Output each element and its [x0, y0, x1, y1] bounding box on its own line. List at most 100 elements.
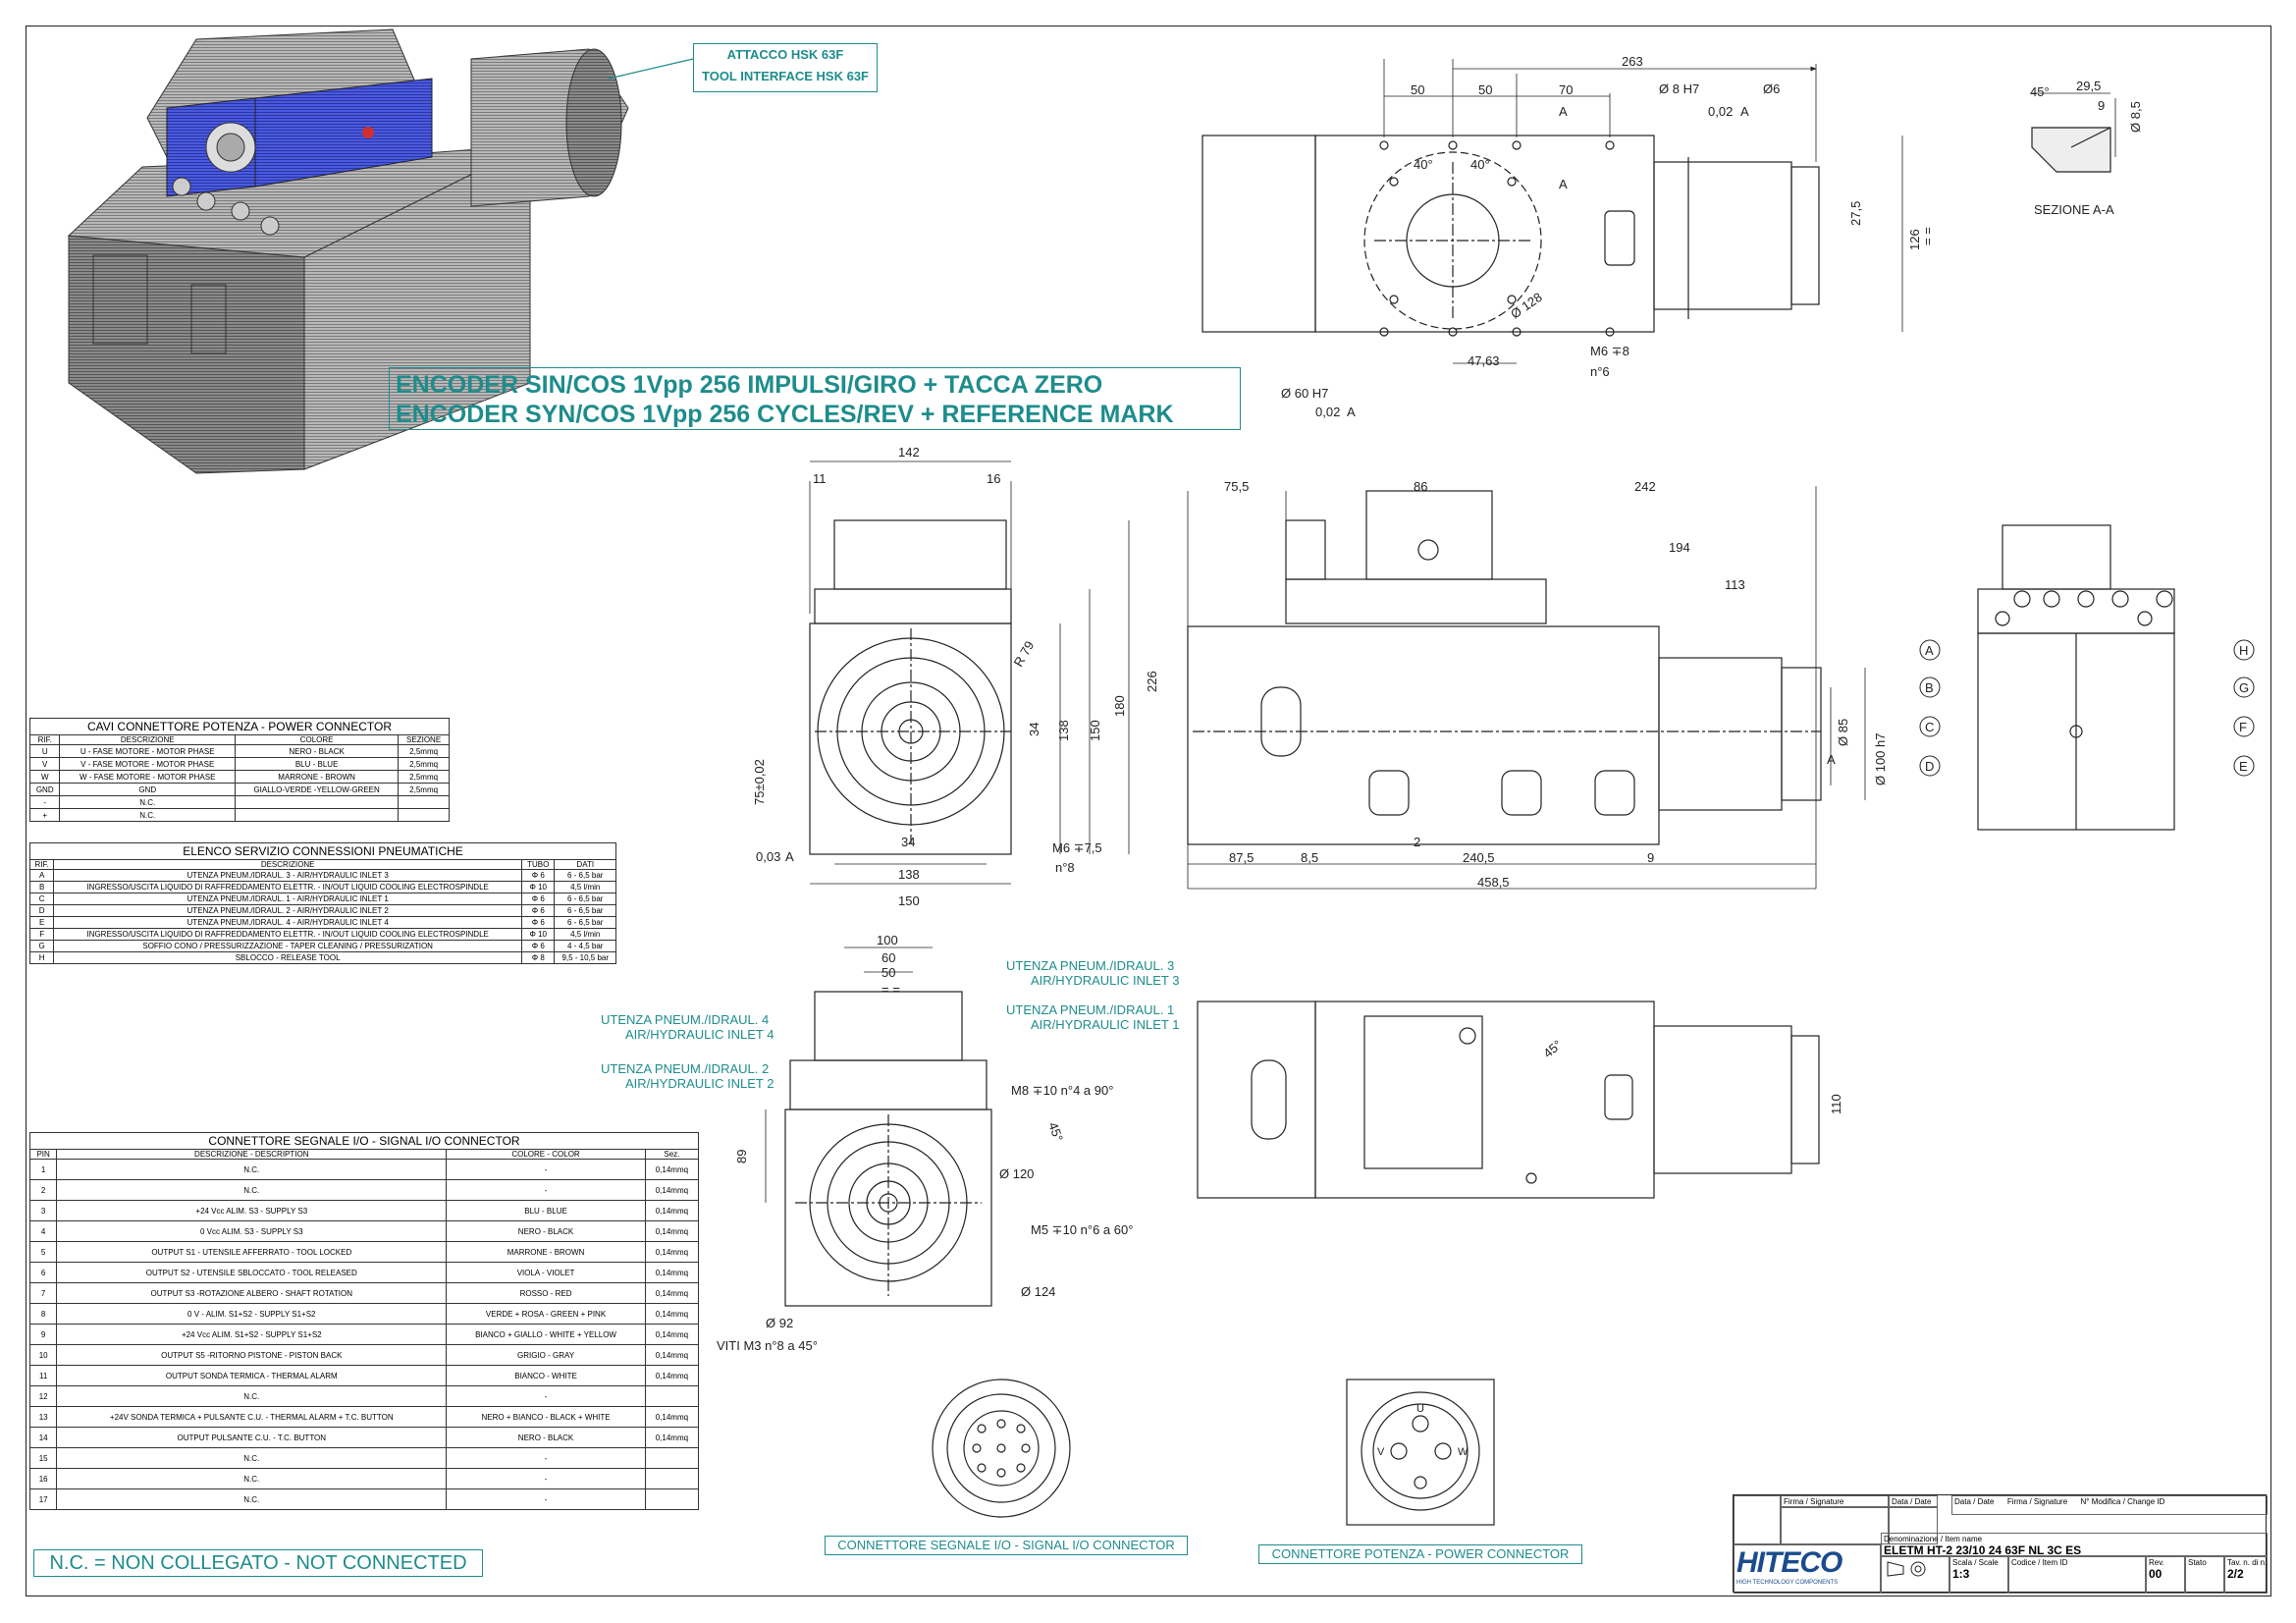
dim-458-5: 458,5 [1477, 875, 1510, 890]
inlet4-en: AIR/HYDRAULIC INLET 4 [625, 1027, 774, 1042]
dim-50b: 50 [1478, 82, 1492, 97]
table-cell: 0,14mmq [644, 1262, 700, 1283]
tb-desc-label: Denominazione / Item name [1884, 1535, 1983, 1543]
table-cell: N.C. [56, 1468, 448, 1489]
table-cell: Φ 6 [521, 893, 556, 905]
right-end-view [1977, 524, 2175, 831]
dim-89: 89 [734, 1150, 749, 1163]
table-cell: 0,14mmq [644, 1303, 700, 1325]
dim-tol-003: 0,03 [756, 849, 780, 864]
section-dims: 45° 29,5 9 Ø 8,5 SEZIONE A-A [2030, 79, 2143, 217]
tb-date-label: Data / Date [1889, 1495, 1938, 1507]
top-view-dims: 263 50 50 70 Ø 8 H7 0,02 A Ø6 27,5 126 =… [1281, 54, 1935, 419]
dim-126: 126 [1907, 229, 1922, 250]
hiteco-logo: HITECO [1736, 1546, 1842, 1579]
table-cell: 8 [28, 1303, 58, 1325]
tb-rev: 00 [2149, 1567, 2163, 1581]
tb-rev-cell: Rev. 00 [2146, 1556, 2185, 1594]
table-cell: U [28, 744, 61, 758]
pin-v: V [1377, 1446, 1385, 1458]
datum-a1: A [1740, 104, 1749, 119]
section-mark-a1: A [1559, 104, 1568, 119]
table-cell: NERO + BIANCO - BLACK + WHITE [446, 1406, 646, 1428]
port-h: H [2239, 643, 2248, 658]
dim-86: 86 [1414, 479, 1427, 494]
dim-viti-m3: VITI M3 n°8 a 45° [717, 1338, 818, 1353]
table-cell: 2,5mmq [398, 770, 450, 784]
dim-194: 194 [1669, 540, 1690, 555]
table-cell: SOFFIO CONO / PRESSURIZZAZIONE - TAPER C… [53, 940, 523, 952]
dim-diam-8-5: Ø 8,5 [2128, 101, 2143, 133]
table-cell: MARRONE - BROWN [446, 1241, 646, 1263]
pneumatic_table-header-cell: DATI [554, 859, 616, 870]
dim-50: 50 [881, 965, 895, 980]
table-cell: 2,5mmq [398, 744, 450, 758]
table-cell [235, 808, 400, 822]
tb-code-cell: Codice / Item ID [2008, 1556, 2146, 1594]
dim-150: 150 [1088, 720, 1102, 741]
dim-depth-6: Ø6 [1763, 81, 1780, 96]
table-cell: Φ 6 [521, 940, 556, 952]
dim-100: 100 [877, 933, 898, 947]
table-cell: 10 [28, 1344, 58, 1366]
signal_table-header-cell: COLORE - COLOR [446, 1149, 646, 1160]
dim-138h: 138 [898, 867, 920, 882]
signal_table-header-cell: DESCRIZIONE - DESCRIPTION [56, 1149, 448, 1160]
table-cell: 7 [28, 1282, 58, 1304]
table-cell: W [28, 770, 61, 784]
dim-110: 110 [1829, 1094, 1843, 1114]
front-view [809, 460, 1130, 885]
table-cell [644, 1468, 700, 1489]
table-row: -N.C. [28, 795, 450, 809]
tb-revision-row: Data / Date Firma / Signature N° Modific… [1951, 1495, 2268, 1515]
section-mark-a2: A [1559, 177, 1568, 191]
table-cell: N.C. [56, 1179, 448, 1201]
dim-45deg: 45° [2030, 84, 2050, 99]
signal-connector-drawing [932, 1379, 1071, 1518]
dim-diam-128: Ø 128 [1508, 290, 1545, 322]
table-cell: N.C. [56, 1385, 448, 1407]
table-cell: C [28, 893, 55, 905]
table-cell: G [28, 940, 55, 952]
dim-sym-b: = = [881, 982, 900, 997]
table-cell: BLU - BLUE [446, 1200, 646, 1221]
table-cell: BLU - BLUE [235, 757, 400, 771]
dim-11: 11 [813, 471, 827, 486]
datum-a3: A [785, 849, 794, 864]
table-cell: B [28, 881, 55, 893]
tb-logo-cell: HITECO HIGH TECHNOLOGY COMPONENTS [1734, 1544, 1881, 1594]
table-row: 13+24V SONDA TERMICA + PULSANTE C.U. - T… [28, 1406, 700, 1428]
dim-diam-85: Ø 85 [1836, 719, 1850, 746]
dim-diam-120: Ø 120 [999, 1166, 1034, 1181]
table-cell: 0,14mmq [644, 1241, 700, 1263]
table-cell: 0,14mmq [644, 1179, 700, 1201]
bottom-front-view [765, 947, 992, 1307]
table-cell: E [28, 916, 55, 929]
dim-sym: = = [1920, 227, 1935, 245]
dim-tol-002b: 0,02 [1315, 405, 1340, 419]
projection-symbol-icon [1887, 1561, 1926, 1577]
signal_table-header-cell: PIN [28, 1149, 58, 1160]
table-cell: - [28, 795, 61, 809]
table-cell: OUTPUT S5 -RITORNO PISTONE - PISTON BACK [56, 1344, 448, 1366]
side-view [1187, 486, 1866, 890]
table-cell: N.C. [56, 1488, 448, 1510]
dim-2: 2 [1414, 835, 1420, 849]
dim-142: 142 [898, 445, 920, 460]
spindle-3d-render [67, 28, 694, 474]
table-cell: 4 - 4,5 bar [554, 940, 616, 952]
table-cell: 4 [28, 1220, 58, 1242]
table-cell: 0,14mmq [644, 1427, 700, 1448]
table-cell: - [446, 1385, 646, 1407]
hiteco-logo-sub: HIGH TECHNOLOGY COMPONENTS [1736, 1580, 1839, 1586]
dim-75-5: 75,5 [1224, 479, 1249, 494]
